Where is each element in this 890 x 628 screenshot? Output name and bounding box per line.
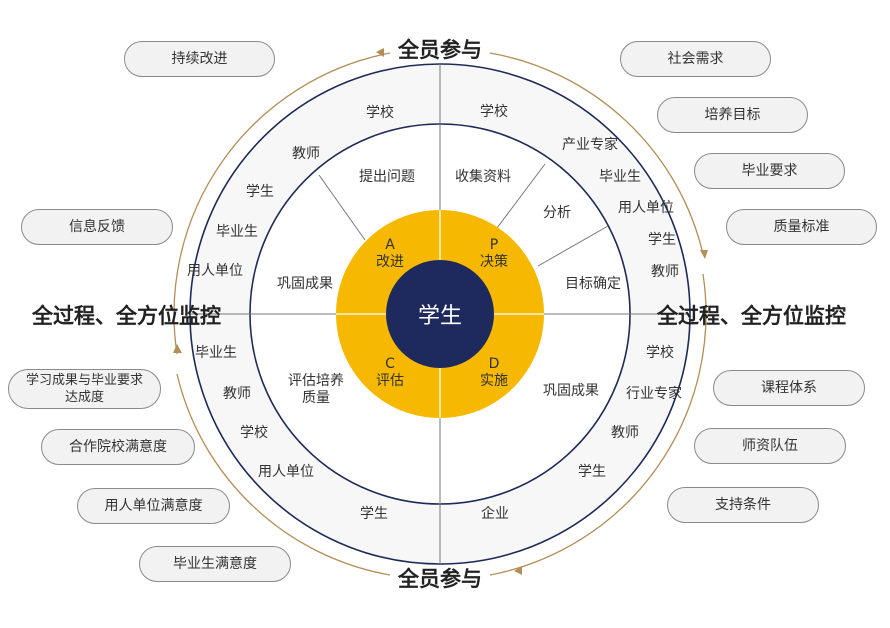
mid-eval-line2: 质量 (302, 390, 330, 406)
arc-top-right (489, 52, 704, 255)
ring-tr-0: 学校 (480, 104, 508, 120)
pill-employer-satisfaction: 用人单位满意度 (77, 488, 230, 524)
pdca-p-letter: P (489, 237, 499, 253)
arrow-bottom-left-icon (173, 344, 182, 353)
ring-br-3: 学生 (578, 464, 606, 480)
pill-info-feedback: 信息反馈 (21, 209, 173, 245)
ring-bl-3: 用人单位 (258, 464, 314, 480)
ring-br-2: 教师 (611, 425, 639, 441)
ring-tr-4: 学生 (648, 232, 676, 248)
pdca-d-letter: D (488, 356, 500, 372)
pdca-a: A 改进 (376, 237, 404, 271)
ring-bl-4: 学生 (360, 506, 388, 522)
pill-quality-standards: 质量标准 (726, 209, 877, 245)
mid-eval: 评估培养 质量 (288, 373, 344, 407)
divider-upper-left (318, 174, 366, 241)
bottom-title: 全员参与 (398, 567, 482, 591)
pdca-p: P 决策 (480, 237, 508, 271)
ring-tl-3: 毕业生 (216, 224, 258, 240)
arrow-top-right-icon (700, 250, 708, 259)
arc-bottom-right (489, 273, 707, 576)
ring-tr-3: 用人单位 (618, 200, 674, 216)
pill-graduation-requirements: 毕业要求 (694, 153, 845, 189)
arrow-bottom-right-icon (514, 566, 522, 575)
pill-graduate-satisfaction: 毕业生满意度 (139, 546, 291, 582)
pill-partner-satisfaction: 合作院校满意度 (41, 429, 195, 465)
mid-analysis: 分析 (543, 205, 571, 221)
mid-consolidate-left: 巩固成果 (277, 276, 333, 292)
pdca-a-label: 改进 (376, 254, 404, 270)
pdca-c-label: 评估 (376, 373, 404, 389)
ring-tr-1: 产业专家 (562, 137, 618, 153)
top-title: 全员参与 (398, 38, 482, 62)
ring-tl-1: 教师 (292, 146, 320, 162)
pill-continuous-improvement: 持续改进 (124, 41, 275, 77)
arc-bottom-left (176, 373, 391, 576)
pill-social-needs: 社会需求 (620, 41, 771, 77)
pdca-d: D 实施 (480, 356, 508, 390)
center-label: 学生 (417, 304, 463, 329)
pdca-a-letter: A (385, 237, 395, 253)
pdca-c: C 评估 (376, 356, 404, 390)
ring-bl-1: 教师 (223, 386, 251, 402)
ring-tl-0: 学校 (366, 105, 394, 121)
ring-bl-2: 学校 (240, 425, 268, 441)
divider-analysis-bottom (537, 225, 609, 267)
pdca-d-label: 实施 (480, 373, 508, 389)
arc-top-left (173, 52, 391, 355)
divider-analysis-top (496, 163, 546, 229)
ring-tr-5: 教师 (651, 264, 679, 280)
ring-br-0: 学校 (646, 345, 674, 361)
ring-tl-2: 学生 (246, 184, 274, 200)
ring-tr-2: 毕业生 (599, 169, 641, 185)
ring-bl-0: 毕业生 (195, 345, 237, 361)
pill-training-goals: 培养目标 (657, 97, 808, 133)
pill-learning-outcomes: 学习成果与毕业要求达成度 (8, 369, 161, 409)
mid-eval-line1: 评估培养 (288, 373, 344, 389)
mid-consolidate-right: 巩固成果 (543, 383, 599, 399)
center-circle (386, 260, 494, 368)
mid-tr: 收集资料 (455, 169, 511, 185)
pdca-c-letter: C (385, 356, 395, 372)
left-title: 全过程、全方位监控 (32, 304, 221, 328)
pill-faculty: 师资队伍 (694, 428, 846, 464)
pdca-p-label: 决策 (480, 254, 508, 270)
pill-curriculum: 课程体系 (713, 370, 865, 406)
ring-tl-4: 用人单位 (187, 263, 243, 279)
ring-br-4: 企业 (481, 506, 509, 522)
mid-tl: 提出问题 (359, 169, 415, 185)
pill-support-conditions: 支持条件 (667, 487, 819, 523)
right-title: 全过程、全方位监控 (657, 304, 846, 328)
arrow-top-left-icon (376, 48, 384, 57)
mid-goal: 目标确定 (565, 276, 621, 292)
ring-br-1: 行业专家 (626, 386, 682, 402)
